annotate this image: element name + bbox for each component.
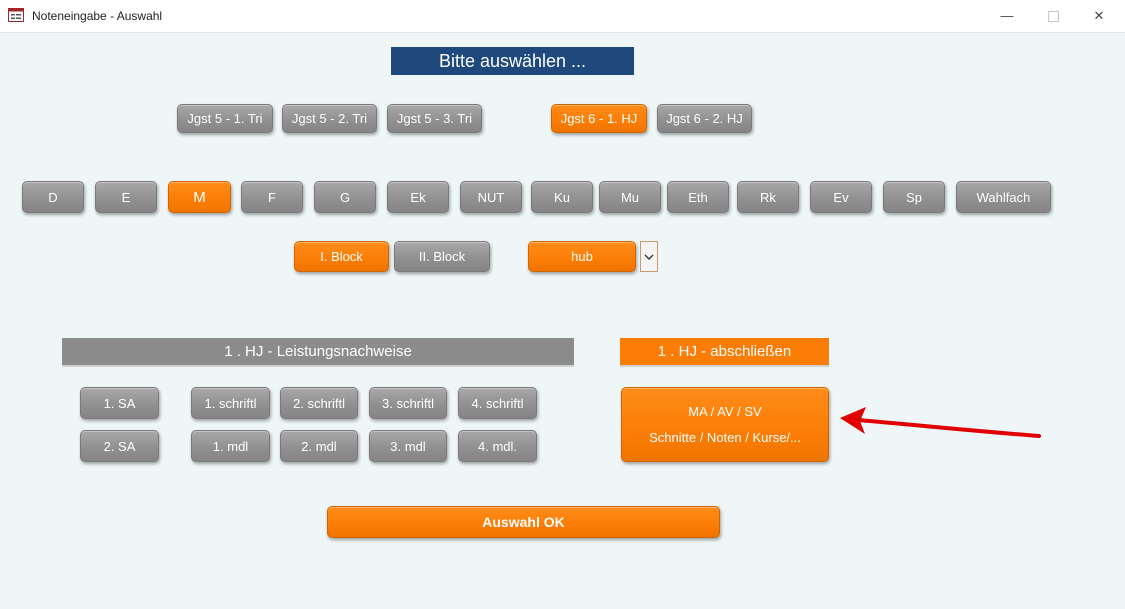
abschliessen-button[interactable]: MA / AV / SV Schnitte / Noten / Kurse/..… <box>621 387 829 462</box>
subject-eth-button[interactable]: Eth <box>667 181 729 213</box>
maximize-icon <box>1047 11 1059 22</box>
page-title: Bitte auswählen ... <box>391 47 634 75</box>
subject-g-button[interactable]: G <box>314 181 376 213</box>
block-2-button[interactable]: II. Block <box>394 241 490 272</box>
block-1-button[interactable]: I. Block <box>294 241 389 272</box>
subject-e-button[interactable]: E <box>95 181 157 213</box>
subject-ev-button[interactable]: Ev <box>810 181 872 213</box>
period-jgst5-tri3-button[interactable]: Jgst 5 - 3. Tri <box>387 104 482 133</box>
title-bar: Noteneingabe - Auswahl — ✕ <box>0 0 1125 33</box>
sa-1-button[interactable]: 1. SA <box>80 387 159 419</box>
close-button[interactable]: ✕ <box>1093 8 1105 23</box>
abschliessen-line2: Schnitte / Noten / Kurse/... <box>649 430 801 446</box>
combo-dropdown-button[interactable] <box>640 241 658 272</box>
subject-rk-button[interactable]: Rk <box>737 181 799 213</box>
period-jgst5-tri1-button[interactable]: Jgst 5 - 1. Tri <box>177 104 273 133</box>
minimize-button[interactable]: — <box>1000 8 1014 23</box>
window-title: Noteneingabe - Auswahl <box>32 9 163 23</box>
subject-sp-button[interactable]: Sp <box>883 181 945 213</box>
sa-2-button[interactable]: 2. SA <box>80 430 159 462</box>
maximize-button[interactable] <box>1038 6 1068 26</box>
abschliessen-header: 1 . HJ - abschließen <box>620 338 829 365</box>
auswahl-ok-button[interactable]: Auswahl OK <box>327 506 720 538</box>
schriftl-3-button[interactable]: 3. schriftl <box>369 387 447 419</box>
schriftl-4-button[interactable]: 4. schriftl <box>458 387 537 419</box>
subject-f-button[interactable]: F <box>241 181 303 213</box>
mdl-1-button[interactable]: 1. mdl <box>191 430 270 462</box>
form-icon <box>8 8 24 22</box>
combo-value[interactable]: hub <box>528 241 636 272</box>
leistungsnachweise-header: 1 . HJ - Leistungsnachweise <box>62 338 574 365</box>
subject-ek-button[interactable]: Ek <box>387 181 449 213</box>
abschliessen-line1: MA / AV / SV <box>688 403 762 419</box>
mdl-3-button[interactable]: 3. mdl <box>369 430 447 462</box>
mdl-4-button[interactable]: 4. mdl. <box>458 430 537 462</box>
subject-d-button[interactable]: D <box>22 181 84 213</box>
schriftl-1-button[interactable]: 1. schriftl <box>191 387 270 419</box>
subject-wahlfach-button[interactable]: Wahlfach <box>956 181 1051 213</box>
period-jgst6-hj1-button[interactable]: Jgst 6 - 1. HJ <box>551 104 647 133</box>
period-jgst5-tri2-button[interactable]: Jgst 5 - 2. Tri <box>282 104 377 133</box>
period-jgst6-hj2-button[interactable]: Jgst 6 - 2. HJ <box>657 104 752 133</box>
subject-m-button[interactable]: M <box>168 181 231 213</box>
subject-ku-button[interactable]: Ku <box>531 181 593 213</box>
subject-mu-button[interactable]: Mu <box>599 181 661 213</box>
red-arrow-icon <box>840 407 1041 438</box>
schriftl-2-button[interactable]: 2. schriftl <box>280 387 358 419</box>
subject-nut-button[interactable]: NUT <box>460 181 522 213</box>
chevron-down-icon <box>644 254 654 260</box>
mdl-2-button[interactable]: 2. mdl <box>280 430 358 462</box>
